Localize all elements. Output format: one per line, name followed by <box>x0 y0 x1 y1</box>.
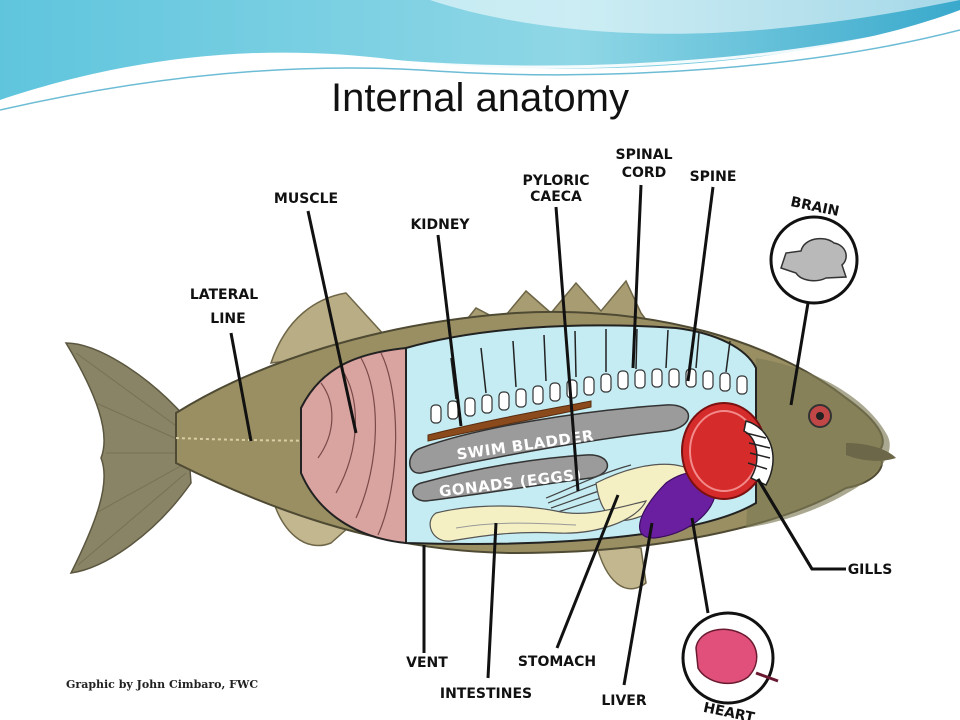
stomach-leader <box>555 494 620 649</box>
gills-leader-elbow <box>756 478 846 571</box>
heart-callout <box>681 611 779 705</box>
spine-leader <box>686 186 715 382</box>
slide-title: Internal anatomy <box>331 76 629 120</box>
fish-mouth <box>846 443 896 461</box>
intestines <box>429 500 648 542</box>
swim-bladder <box>409 404 690 474</box>
gills <box>681 402 774 500</box>
brain-callout <box>769 215 859 305</box>
brain-icon <box>780 237 848 282</box>
brain-leader <box>789 302 810 406</box>
tail-fin <box>64 342 192 574</box>
label-spinal-cord-line2: CORD <box>622 165 667 181</box>
label-intestines: INTESTINES <box>440 686 532 702</box>
graphic-credit: Graphic by John Cimbaro, FWC <box>66 678 259 691</box>
label-vent: VENT <box>406 655 448 671</box>
label-lateral-line-line2: LINE <box>210 311 245 327</box>
pelvic-fin <box>595 542 647 590</box>
lateral-line-leader <box>229 332 253 442</box>
heart-leader <box>690 517 710 614</box>
liver-leader <box>622 522 654 686</box>
kidney <box>427 400 592 442</box>
label-kidney: KIDNEY <box>410 217 470 233</box>
label-spine: SPINE <box>690 169 737 185</box>
label-muscle: MUSCLE <box>274 191 338 207</box>
spine-vertebrae <box>430 368 748 424</box>
kidney-leader <box>436 234 463 427</box>
pyloric-caeca-leader <box>554 206 580 492</box>
muscle-leader <box>306 210 358 434</box>
label-pyloric-caeca-line1: PYLORIC <box>523 173 590 189</box>
heart-icon <box>695 628 758 685</box>
label-lateral-line-line1: LATERAL <box>190 287 258 303</box>
header-wave-decoration <box>0 0 960 111</box>
spinal-cord-leader <box>631 184 643 369</box>
fish-anatomy-diagram: SWIM BLADDER GONADS (EGGS) <box>64 147 896 720</box>
label-spinal-cord-line1: SPINAL <box>615 147 672 163</box>
label-pyloric-caeca-line2: CAECA <box>530 189 582 205</box>
gonads <box>412 454 609 502</box>
label-liver: LIVER <box>601 693 647 709</box>
intestines-leader <box>486 522 498 679</box>
label-gills: GILLS <box>848 562 893 578</box>
label-stomach: STOMACH <box>518 654 596 670</box>
